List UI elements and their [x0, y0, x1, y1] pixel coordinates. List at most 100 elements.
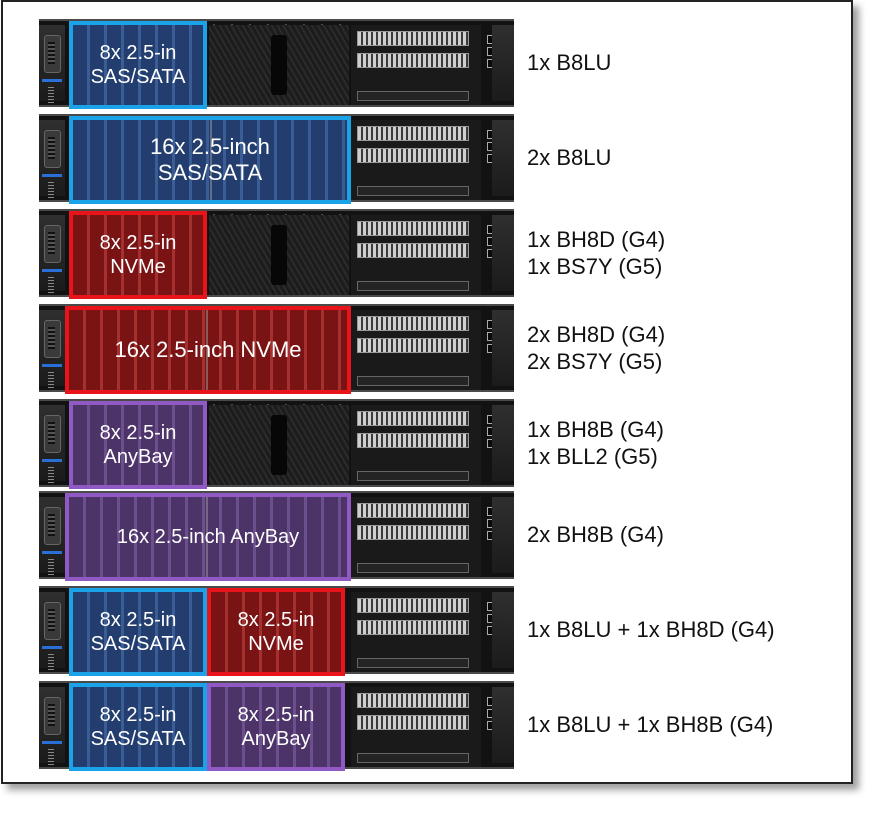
config-row-2: 16x 2.5-inch SAS/SATA 2x B8LU [39, 114, 849, 204]
brand-logo [48, 277, 54, 295]
ocp-slot-icon [357, 658, 469, 668]
drive-bay-label: 8x 2.5-in SAS/SATA [90, 42, 186, 88]
left-ear [39, 120, 65, 200]
adapter-label: 2x BH8B (G4) [527, 491, 664, 579]
pcie-slot-icon [357, 31, 469, 46]
drive-bay-anybay: 16x 2.5-inch AnyBay [65, 493, 351, 581]
vga-port-icon [44, 415, 61, 453]
right-ear [492, 25, 514, 101]
diagram-frame: 8x 2.5-in SAS/SATA 1x B8LU 16x 2.5-inch … [1, 0, 853, 784]
pcie-slot-icon [357, 338, 469, 353]
vga-port-icon [44, 507, 61, 545]
status-led-icon [42, 551, 62, 554]
right-ear [492, 310, 514, 386]
config-row-5: 8x 2.5-in AnyBay 1x BH8B (G4) 1x BLL2 (G… [39, 399, 849, 489]
drive-bay-label: 8x 2.5-in NVMe [99, 232, 177, 278]
left-ear [39, 405, 65, 485]
drive-bay-label: 16x 2.5-inch SAS/SATA [150, 133, 270, 185]
adapter-line: 1x B8LU [527, 50, 612, 76]
adapter-line: 1x BH8B (G4) [527, 416, 664, 442]
bay-filler-grille [209, 215, 349, 295]
bay-filler-grille [209, 405, 349, 485]
ocp-slot-icon [357, 91, 469, 101]
drive-bay-anybay: 8x 2.5-in AnyBay [207, 683, 345, 771]
ocp-slot-icon [357, 186, 469, 196]
drive-bay-label: 8x 2.5-in SAS/SATA [90, 609, 186, 655]
pcie-slot-icon [357, 148, 469, 163]
pcie-slot-icon [357, 126, 469, 141]
left-ear [39, 310, 65, 390]
io-panel [351, 592, 481, 672]
drive-bay-label: 16x 2.5-inch NVMe [114, 336, 302, 362]
vga-port-icon [44, 697, 61, 735]
config-row-8: 8x 2.5-in SAS/SATA 8x 2.5-in AnyBay 1x B… [39, 681, 849, 771]
brand-logo [48, 182, 54, 200]
adapter-line: 2x BS7Y (G5) [527, 349, 663, 374]
server-front-view: 8x 2.5-in NVMe [39, 209, 514, 299]
pcie-slot-icon [357, 221, 469, 236]
config-row-4: 16x 2.5-inch NVMe 2x BH8D (G4) 2x BS7Y (… [39, 304, 849, 394]
drive-bay-sas-sata: 16x 2.5-inch SAS/SATA [69, 116, 351, 204]
pcie-slot-icon [357, 503, 469, 518]
right-ear [492, 405, 514, 481]
drive-bay-label: 16x 2.5-inch AnyBay [116, 526, 300, 548]
io-panel [351, 405, 481, 485]
adapter-label: 1x BH8D (G4) 1x BS7Y (G5) [527, 209, 665, 297]
adapter-label: 2x B8LU [527, 114, 611, 202]
config-row-1: 8x 2.5-in SAS/SATA 1x B8LU [39, 19, 849, 109]
left-ear [39, 592, 65, 672]
status-led-icon [42, 459, 62, 462]
right-ear [492, 592, 514, 668]
pcie-slot-icon [357, 693, 469, 708]
server-front-view: 16x 2.5-inch SAS/SATA [39, 114, 514, 204]
brand-logo [48, 372, 54, 390]
io-panel [351, 310, 481, 390]
left-ear [39, 25, 65, 105]
drive-bay-nvme: 8x 2.5-in NVMe [69, 211, 207, 299]
brand-logo [48, 87, 54, 105]
pcie-slot-icon [357, 433, 469, 448]
pcie-slot-icon [357, 620, 469, 635]
io-panel [351, 215, 481, 295]
drive-bay-sas-sata: 8x 2.5-in SAS/SATA [69, 21, 207, 109]
ocp-slot-icon [357, 753, 469, 763]
adapter-line: 2x BH8D (G4) [527, 321, 666, 347]
io-panel [351, 687, 481, 767]
ocp-slot-icon [357, 471, 469, 481]
adapter-line: 1x BS7Y (G5) [527, 254, 663, 279]
status-led-icon [42, 646, 62, 649]
brand-logo [48, 559, 54, 577]
ocp-slot-icon [357, 281, 469, 291]
left-ear [39, 215, 65, 295]
adapter-line: 2x B8LU [527, 145, 612, 171]
drive-bay-label: 8x 2.5-in AnyBay [237, 704, 315, 750]
status-led-icon [42, 79, 62, 82]
adapter-line: 1x BH8D (G4) [527, 226, 666, 252]
server-front-view: 16x 2.5-inch AnyBay [39, 491, 514, 581]
server-front-view: 8x 2.5-in SAS/SATA [39, 19, 514, 109]
vga-port-icon [44, 602, 61, 640]
status-led-icon [42, 269, 62, 272]
pcie-slot-icon [357, 598, 469, 613]
drive-bay-label: 8x 2.5-in SAS/SATA [90, 704, 186, 750]
adapter-label: 1x B8LU + 1x BH8D (G4) [527, 586, 775, 674]
server-front-view: 8x 2.5-in SAS/SATA 8x 2.5-in AnyBay [39, 681, 514, 771]
pcie-slot-icon [357, 525, 469, 540]
drive-bay-sas-sata: 8x 2.5-in SAS/SATA [69, 683, 207, 771]
drive-bay-nvme: 16x 2.5-inch NVMe [65, 306, 351, 394]
vga-port-icon [44, 320, 61, 358]
left-ear [39, 497, 65, 577]
status-led-icon [42, 174, 62, 177]
drive-bay-label: 8x 2.5-in AnyBay [99, 422, 177, 468]
drive-bay-nvme: 8x 2.5-in NVMe [207, 588, 345, 676]
pcie-slot-icon [357, 243, 469, 258]
pcie-slot-icon [357, 411, 469, 426]
io-panel [351, 497, 481, 577]
adapter-line: 2x BH8B (G4) [527, 522, 664, 548]
pcie-slot-icon [357, 715, 469, 730]
adapter-line: 1x B8LU + 1x BH8B (G4) [527, 712, 774, 738]
bay-filler-grille [209, 25, 349, 105]
brand-logo [48, 467, 54, 485]
right-ear [492, 687, 514, 763]
adapter-label: 2x BH8D (G4) 2x BS7Y (G5) [527, 304, 665, 392]
